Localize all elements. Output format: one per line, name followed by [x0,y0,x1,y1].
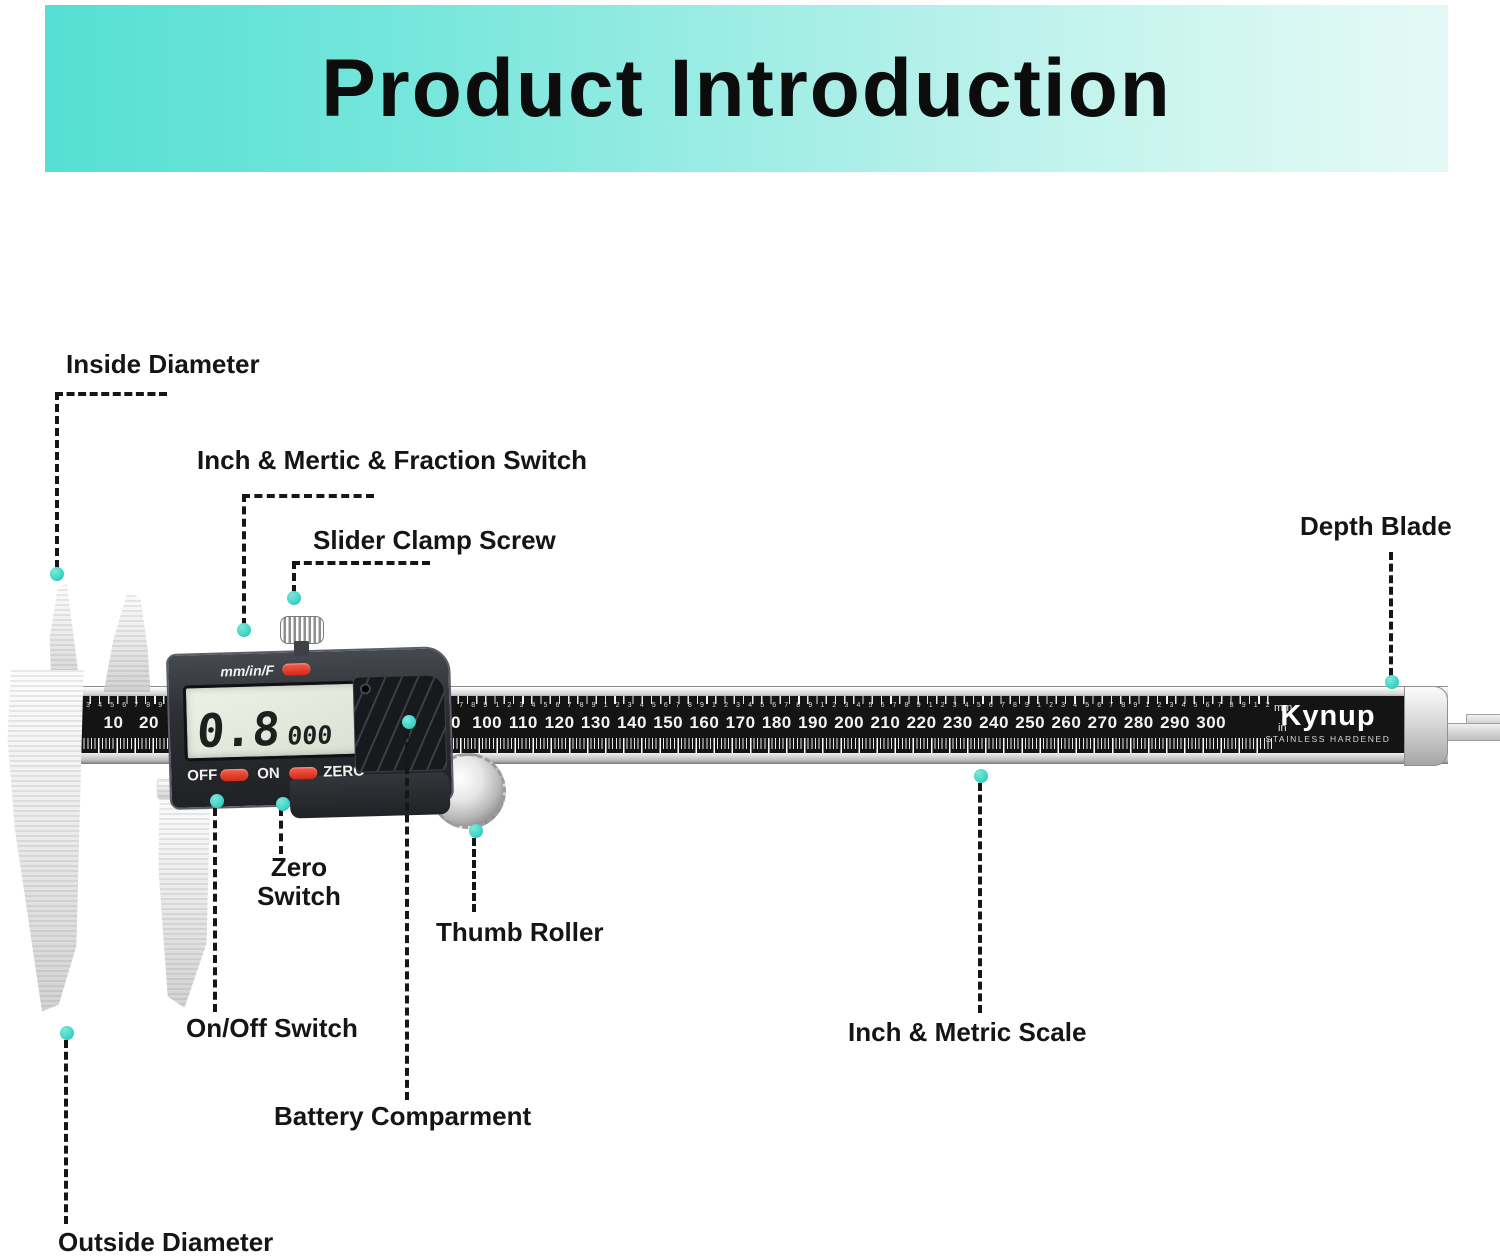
scale-number: 190 [798,713,828,732]
battery-compartment [352,674,448,773]
scale-number: 100 [472,713,503,732]
connector-scale [978,783,982,1013]
dot-outside-diameter [60,1026,74,1040]
battery-screw [361,685,370,693]
label-zero-switch: Zero Switch [257,852,341,912]
depth-blade [1442,723,1500,741]
beam-end-cap [1404,686,1448,766]
scale-number: 170 [725,713,756,732]
brand-logo: Kynup [1280,700,1376,732]
outside-jaw-sliding [158,788,211,1008]
scale-strip: 1 2 3 4 5 6 7 8 9 1 2 3 4 5 6 7 8 9 1 2 … [62,696,1408,754]
connector-mode-switch [242,494,246,626]
off-on-button [220,768,249,782]
label-depth-blade: Depth Blade [1300,511,1452,541]
scale-number: 180 [761,713,792,732]
brand-block: Kynup STAINLESS HARDENED [1258,700,1398,745]
off-button-label: OFF [187,766,218,785]
mode-switch-label: mm/in/F [220,661,275,680]
connector-zero-switch [279,808,283,854]
scale-number: 260 [1051,713,1082,732]
scale-number: 300 [1196,713,1227,732]
scale-number: 110 [508,713,538,732]
scale-number: 230 [942,713,973,732]
dot-scale [974,769,988,783]
inside-jaw-sliding [103,592,151,692]
dot-thumb-roller [469,824,483,838]
dot-zero-switch [276,797,290,811]
beam-top-edge [40,686,1448,697]
connector-onoff-switch [213,808,217,1012]
label-slider-clamp-screw: Slider Clamp Screw [313,525,556,555]
scale-unit-mm: mm [1274,702,1293,714]
scale-number: 290 [1160,713,1190,732]
title-banner: Product Introduction [45,5,1448,172]
connector-thumb-roller [472,838,476,912]
slider-clamp-screw-neck [294,641,309,656]
scale-number: 210 [870,713,901,732]
dot-battery [402,715,416,729]
scale-number: 240 [979,713,1009,732]
inch-tick-marks [62,696,1408,704]
label-outside-diameter: Outside Diameter [58,1227,274,1257]
slider-clamp-screw [280,616,324,644]
inch-tick-digits: 1 2 3 4 5 6 7 8 9 1 2 3 4 5 6 7 8 9 1 2 … [62,702,1408,709]
scale-number: 280 [1123,713,1154,732]
connector-inside-diameter [55,392,59,568]
scale-number: 160 [689,713,720,732]
caliper-beam: 1 2 3 4 5 6 7 8 9 1 2 3 4 5 6 7 8 9 1 2 … [40,686,1448,766]
dot-depth-blade [1385,675,1399,689]
scale-number: 130 [580,713,611,732]
scale-number: 150 [653,713,684,732]
dot-clamp-screw [287,591,301,605]
dot-inside-diameter [50,567,64,581]
brand-tagline: STAINLESS HARDENED [1265,734,1391,744]
scale-number: 10 [103,713,124,732]
scale-number: 120 [544,713,575,732]
lcd-main-value: 0.8 [195,702,282,759]
page-title: Product Introduction [321,42,1172,134]
connector-clamp-screw [292,561,296,593]
scale-number: 200 [834,713,865,732]
label-inside-diameter: Inside Diameter [66,349,260,379]
scale-number: 140 [617,713,647,732]
connector-mode-switch [242,494,374,498]
lcd-sub-digits: 000 [286,720,334,751]
label-inch-metric-fraction-switch: Inch & Mertic & Fraction Switch [197,445,588,475]
mode-switch-button [281,662,311,676]
outside-jaw-fixed [7,670,84,1012]
scale-number: 270 [1087,713,1118,732]
scale-number: 250 [1015,713,1046,732]
connector-outside-diameter [64,1040,68,1224]
label-onoff-switch: On/Off Switch [186,1013,358,1043]
dot-mode-switch [237,623,251,637]
on-button-label: ON [257,764,280,783]
connector-clamp-screw [292,561,430,565]
scale-unit-in: in [1278,722,1287,734]
scale-number: 220 [906,713,937,732]
beam-bottom-edge [40,753,1448,764]
label-thumb-roller: Thumb Roller [436,917,604,947]
label-inch-metric-scale: Inch & Metric Scale [848,1017,1087,1047]
label-battery-compartment: Battery Comparment [274,1101,532,1131]
connector-battery [405,730,409,1100]
scale-number: 20 [139,713,159,732]
connector-inside-diameter [55,392,167,396]
connector-depth-blade [1389,552,1393,676]
scale-end-area [1272,696,1408,754]
dot-onoff-switch [210,794,224,808]
zero-button [289,766,318,780]
